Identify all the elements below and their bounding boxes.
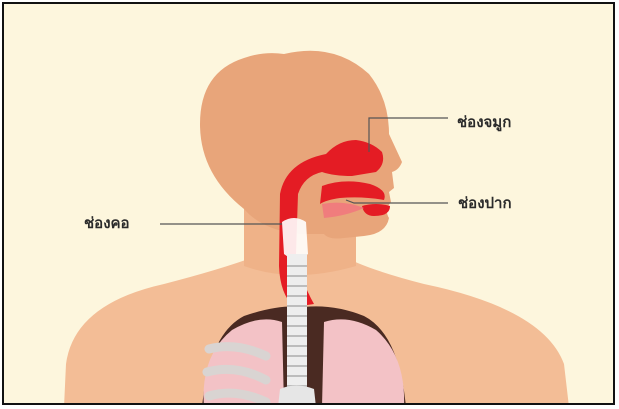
nasal-cavity-label: ช่องจมูก xyxy=(457,110,511,134)
pharynx-label: ช่องคอ xyxy=(84,211,130,235)
larynx xyxy=(282,218,308,259)
oral-cavity-label: ช่องปาก xyxy=(458,191,512,215)
diagram-frame: ช่องจมูก ช่องปาก ช่องคอ xyxy=(2,2,615,405)
respiratory-diagram xyxy=(4,4,615,405)
